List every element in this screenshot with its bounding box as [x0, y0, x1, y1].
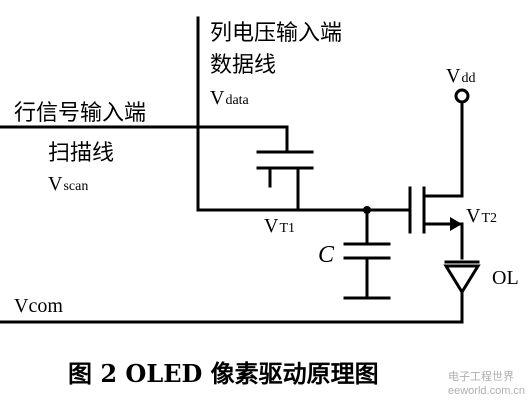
row-title-line1: 行信号输入端	[14, 101, 146, 126]
row-title-line2: 扫描线	[48, 141, 114, 166]
t2-label: VT2	[466, 205, 497, 227]
t2-drain-lead	[422, 98, 464, 198]
watermark-line2: eeworld.com.cn	[448, 385, 525, 397]
watermark-line1: 电子工程世界	[448, 370, 514, 383]
t2-arrow	[450, 217, 462, 231]
junction-dot	[363, 206, 371, 214]
column-title-line1: 列电压输入端	[210, 21, 342, 46]
column-title-line2: 数据线	[210, 53, 276, 78]
oled-triangle	[443, 264, 481, 295]
vdata-label: Vdata	[210, 87, 250, 109]
vcom-label: Vcom	[14, 295, 63, 317]
figure-caption: 图 2 OLED 像素驱动原理图	[68, 359, 379, 388]
t2-source-lead	[422, 222, 464, 260]
oled-label: OL	[492, 267, 519, 289]
vdd-terminal	[454, 88, 470, 104]
capacitor-label: C	[318, 242, 335, 268]
t1-label: VT1	[264, 215, 295, 237]
vscan-label: Vscan	[48, 173, 88, 195]
vdd-label: Vdd	[446, 65, 475, 87]
